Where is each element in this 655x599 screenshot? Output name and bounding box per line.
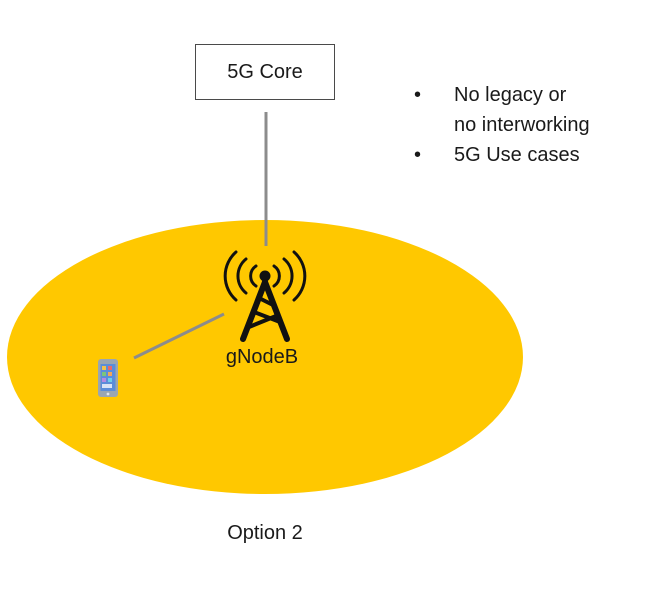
cell-tower-icon <box>223 250 307 342</box>
smartphone-icon <box>98 359 118 397</box>
feature-line: 5G Use cases <box>454 144 580 166</box>
feature-item: • 5G Use cases <box>414 140 590 170</box>
feature-list: • No legacy or no interworking • 5G Use … <box>414 80 590 170</box>
core-network-label: 5G Core <box>227 60 303 83</box>
gnodeb-label: gNodeB <box>225 346 299 368</box>
radio-link <box>133 312 225 360</box>
diagram-caption: Option 2 <box>227 522 303 544</box>
coverage-area <box>7 220 523 494</box>
core-network-box: 5G Core <box>195 44 335 100</box>
feature-line: no interworking <box>454 114 590 136</box>
feature-line: No legacy or <box>454 84 567 106</box>
bullet-icon: • <box>414 84 422 106</box>
feature-item: • No legacy or no interworking <box>414 80 590 140</box>
bullet-icon: • <box>414 144 422 166</box>
